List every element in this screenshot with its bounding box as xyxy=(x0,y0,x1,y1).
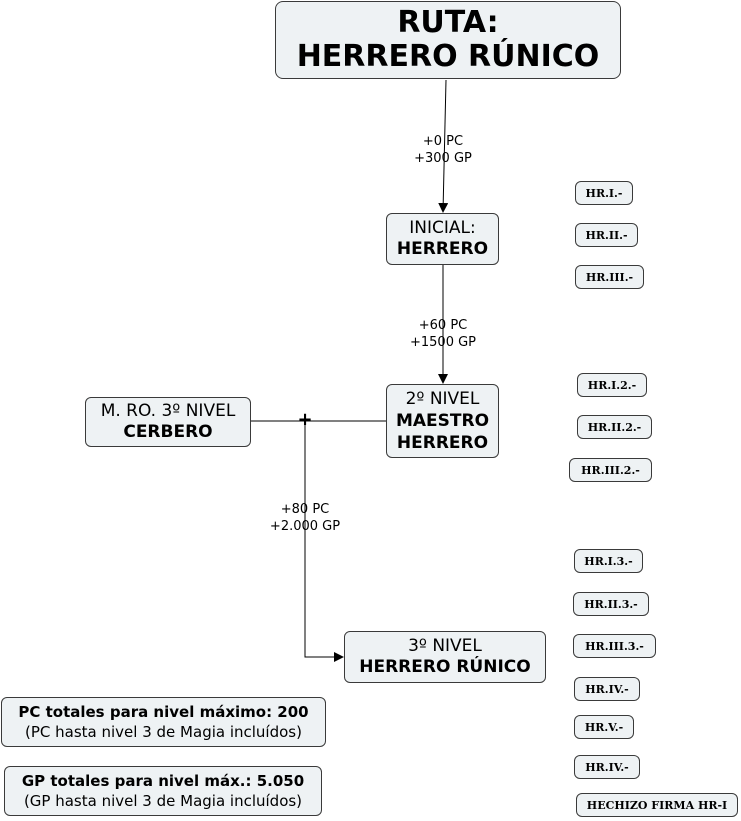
edge3-label: +80 PC +2.000 GP xyxy=(255,501,355,535)
node-nivel2-line1: 2º NIVEL xyxy=(405,389,480,409)
edge3-pc: +80 PC xyxy=(280,502,330,517)
tag-hr-i-2: HR.I.2.- xyxy=(577,373,647,397)
tag-hr-ii: HR.II.- xyxy=(575,223,638,247)
edge1-gp: +300 GP xyxy=(414,151,472,166)
title-line1: RUTA: xyxy=(397,5,499,40)
node-inicial: INICIAL: HERRERO xyxy=(386,213,499,265)
edge2-gp: +1500 GP xyxy=(409,335,477,350)
edge2-pc: +60 PC xyxy=(418,318,468,333)
node-nivel2-line3: HERRERO xyxy=(396,433,489,453)
edge1-label: +0 PC +300 GP xyxy=(398,133,488,167)
node-nivel3: 3º NIVEL HERRERO RÚNICO xyxy=(344,631,546,683)
tag-hr-i: HR.I.- xyxy=(575,181,633,205)
edge3-gp: +2.000 GP xyxy=(269,519,341,534)
edge-title-to-inicial xyxy=(438,79,449,213)
totals-pc-box: PC totales para nivel máximo: 200 (PC ha… xyxy=(1,697,326,747)
tag-hr-iii: HR.III.- xyxy=(575,265,644,289)
totals-gp-line1: GP totales para nivel máx.: 5.050 xyxy=(21,772,305,790)
node-cerbero: M. RO. 3º NIVEL CERBERO xyxy=(85,397,251,447)
tag-hr-iv: HR.IV.- xyxy=(574,677,640,701)
title-node: RUTA: HERRERO RÚNICO xyxy=(275,1,621,79)
node-inicial-line2: HERRERO xyxy=(396,239,489,259)
totals-gp-line2: (GP hasta nivel 3 de Magia incluídos) xyxy=(23,792,303,810)
tag-hr-iii-3: HR.III.3.- xyxy=(573,634,656,658)
node-nivel3-line1: 3º NIVEL xyxy=(408,636,482,656)
tag-hr-ii-2: HR.II.2.- xyxy=(577,415,652,439)
node-nivel2-line2: MAESTRO xyxy=(395,411,490,431)
tag-hr-iv-b: HR.IV.- xyxy=(574,755,640,779)
edge2-label: +60 PC +1500 GP xyxy=(398,317,488,351)
node-cerbero-line1: M. RO. 3º NIVEL xyxy=(100,401,236,421)
tag-hechizo-firma: HECHIZO FIRMA HR-I xyxy=(576,793,738,817)
totals-gp-box: GP totales para nivel máx.: 5.050 (GP ha… xyxy=(4,766,322,816)
totals-pc-line1: PC totales para nivel máximo: 200 xyxy=(18,703,309,721)
tag-hr-i-3: HR.I.3.- xyxy=(574,549,643,573)
title-line2: HERRERO RÚNICO xyxy=(296,39,600,74)
edge-join-to-nivel3 xyxy=(304,421,344,662)
tag-hr-iii-2: HR.III.2.- xyxy=(569,458,652,482)
node-inicial-line1: INICIAL: xyxy=(409,218,476,238)
join-symbol: + xyxy=(297,409,313,430)
totals-pc-line2: (PC hasta nivel 3 de Magia incluídos) xyxy=(25,723,302,741)
node-nivel3-line2: HERRERO RÚNICO xyxy=(359,657,531,677)
tag-hr-ii-3: HR.II.3.- xyxy=(573,592,649,616)
node-nivel2: 2º NIVEL MAESTRO HERRERO xyxy=(386,384,499,458)
edge1-pc: +0 PC xyxy=(422,134,464,149)
tag-hr-v: HR.V.- xyxy=(574,715,634,739)
node-cerbero-line2: CERBERO xyxy=(123,422,213,442)
